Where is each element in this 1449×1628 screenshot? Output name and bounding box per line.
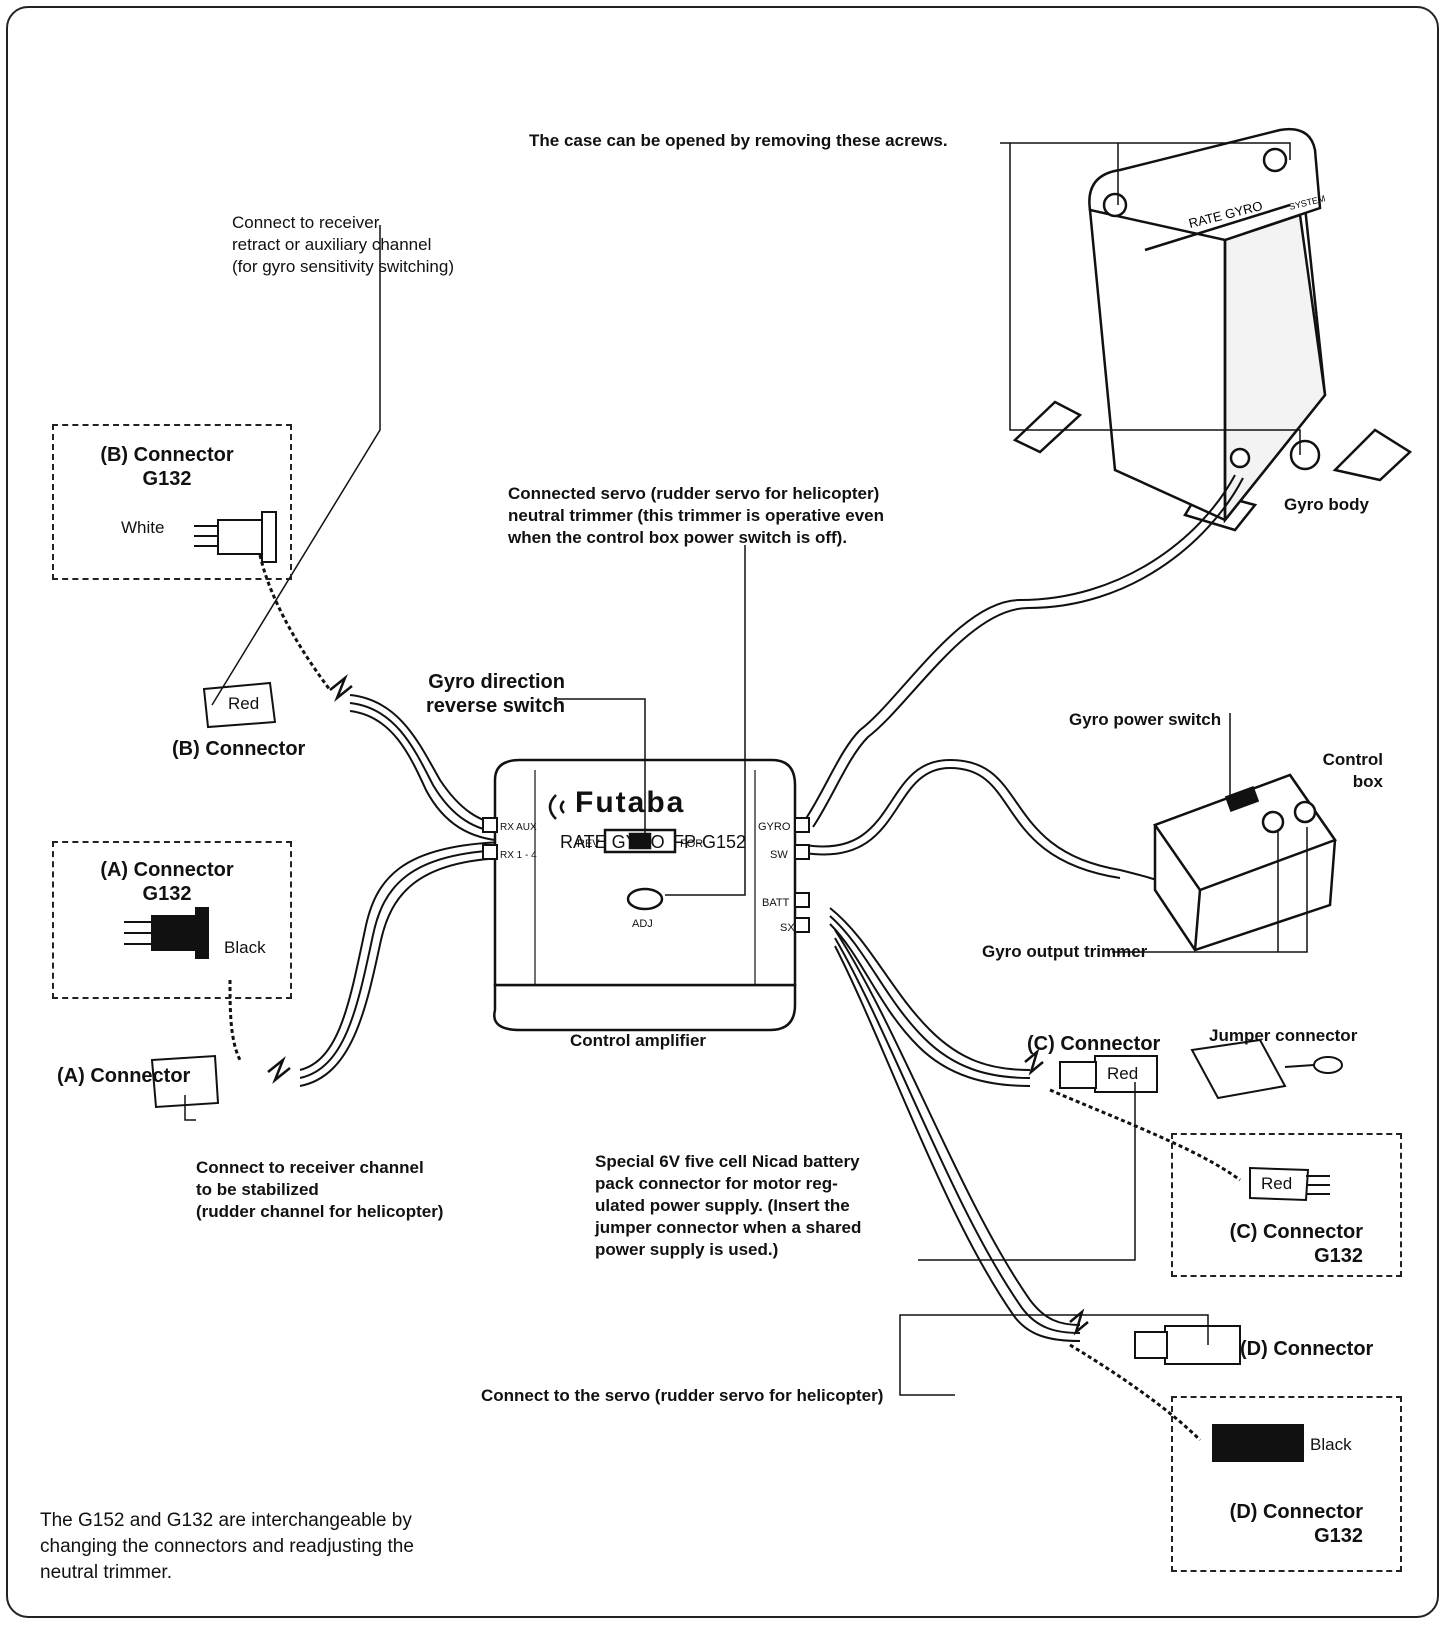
power-switch-icon (1224, 786, 1260, 812)
amp-for: FOR (680, 838, 703, 850)
d-g132-title: (D) Connector G132 (1229, 1501, 1363, 1547)
futaba-logo: Futaba (575, 786, 685, 819)
port-gyro: GYRO (758, 821, 791, 833)
trimmer-knob-icon (1293, 800, 1317, 824)
footnote: The G152 and G132 are interchangeable by… (40, 1510, 414, 1583)
b-g132-title: (B) Connector G132 (100, 444, 234, 490)
c-g132-box (1171, 1133, 1402, 1277)
trimmer-knob-icon (1289, 439, 1321, 471)
screw-icon (1262, 147, 1288, 173)
b-g132-box (52, 424, 292, 580)
d-connector-housing (1164, 1325, 1241, 1365)
screw-icon (1102, 192, 1128, 218)
port-sx: SX (780, 922, 795, 934)
a-connector-label: (A) Connector (57, 1065, 191, 1087)
port-batt: BATT (762, 897, 790, 909)
d-g132-black-label: Black (1310, 1435, 1352, 1454)
gyro-body-illustration (1012, 127, 1413, 532)
amp-rev: REV (577, 838, 600, 850)
servo-trimmer-label: Connected servo (rudder servo for helico… (508, 484, 885, 547)
c-g132-red-label: Red (1261, 1174, 1293, 1193)
cables (228, 474, 1244, 1442)
diagram-frame (6, 6, 1439, 1618)
gyro-body-foot (1012, 400, 1083, 454)
amp-adj: ADJ (632, 918, 653, 930)
jumper-connector-housing (1190, 1038, 1287, 1100)
c-connector-label: (C) Connector (1027, 1033, 1161, 1055)
a-g132-box (52, 841, 292, 999)
gyro-direction-label: Gyro direction reverse switch (426, 671, 565, 717)
d-connector-label: (D) Connector (1240, 1338, 1374, 1360)
control-amplifier-illustration (493, 758, 797, 1032)
c-g132-housing (1249, 1166, 1310, 1202)
gyro-body-label: Gyro body (1284, 495, 1370, 514)
aux-connect-label: Connect to receiver retract or auxiliary… (232, 213, 455, 276)
receiver-channel-label: Connect to receiver channel to be stabil… (196, 1158, 444, 1221)
control-box-label: Control box (1322, 750, 1383, 791)
a-g132-black-label: Black (224, 938, 266, 957)
gyro-output-trimmer-label: Gyro output trimmer (982, 942, 1148, 961)
gyro-power-switch-label: Gyro power switch (1069, 710, 1222, 729)
control-box-illustration (1153, 773, 1337, 952)
b-connector-housing (202, 681, 277, 729)
b-g132-white-label: White (121, 518, 165, 537)
b-red-label: Red (228, 694, 260, 713)
port-rx: RX 1 - 4 (500, 850, 537, 861)
port-rx-aux: RX AUX (500, 822, 537, 833)
a-g132-title: (A) Connector G132 (100, 859, 234, 905)
c-red-label: Red (1107, 1064, 1139, 1083)
trimmer-knob-icon (1261, 810, 1285, 834)
d-g132-housing (1212, 1424, 1304, 1462)
d-g132-box (1171, 1396, 1402, 1572)
amp-model: FP-G152 (673, 832, 746, 852)
control-amplifier-label: Control amplifier (570, 1031, 707, 1050)
a-connector-housing (150, 1054, 220, 1109)
c-g132-title: (C) Connector G132 (1229, 1221, 1363, 1267)
amp-model-prefix: RATE GYRO (560, 832, 665, 852)
gyro-body-foot (1332, 428, 1413, 482)
battery-note: Special 6V five cell Nicad battery pack … (595, 1152, 862, 1259)
b-connector-label: (B) Connector (172, 738, 306, 760)
jumper-connector-label: Jumper connector (1209, 1026, 1358, 1045)
case-screws-label: The case can be opened by removing these… (529, 131, 948, 150)
servo-connect-label: Connect to the servo (rudder servo for h… (481, 1386, 884, 1405)
port-sw: SW (770, 849, 788, 861)
